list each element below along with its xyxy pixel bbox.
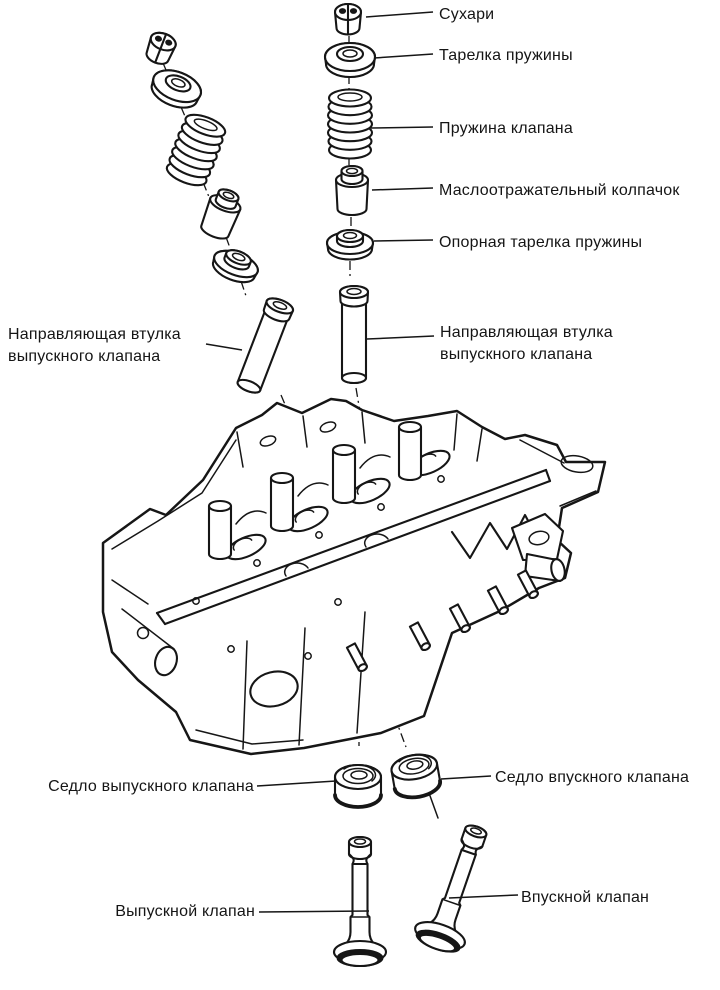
label-valve-keepers: Сухари	[439, 6, 495, 23]
valve-guide	[338, 284, 370, 385]
label-spring-seat: Опорная тарелка пружины	[439, 234, 643, 251]
valve-keepers	[333, 2, 363, 36]
label-valve-guide-right: Направляющая втулка выпускного клапана	[440, 324, 613, 364]
intake-valve-assembly-stack	[323, 2, 377, 385]
label-spring-retainer: Тарелка пружины	[439, 47, 573, 64]
valve-spring	[162, 108, 230, 192]
valve-stem-seal	[334, 164, 370, 217]
valve-spring-retainer	[145, 63, 207, 115]
label-exhaust-valve: Выпускной клапан	[115, 903, 255, 920]
valve-guide	[233, 294, 297, 397]
valve-spring-seat	[325, 228, 375, 261]
valve-stem-seal	[196, 183, 247, 244]
label-intake-valve-seat: Седло впускного клапана	[495, 769, 690, 786]
label-valve-guide-left: Направляющая втулка выпускного клапана	[8, 326, 181, 366]
intake-valve-seat-ring	[387, 749, 445, 803]
valve-spring-retainer	[323, 41, 377, 79]
label-oil-seal-cap: Маслоотражательный колпачок	[439, 182, 680, 199]
exhaust-valve-seat-ring	[333, 763, 383, 809]
leader-lines	[205, 11, 519, 913]
exhaust-valve	[332, 835, 388, 968]
valve-spring	[326, 88, 374, 160]
cylinder-head-body	[101, 397, 607, 756]
label-valve-spring: Пружина клапана	[439, 120, 573, 137]
label-exhaust-valve-seat: Седло выпускного клапана	[48, 778, 254, 795]
intake-valve	[409, 817, 504, 959]
valve-spring-seat	[207, 242, 264, 289]
label-intake-valve: Впускной клапан	[521, 889, 650, 906]
valve-keepers	[141, 28, 180, 69]
